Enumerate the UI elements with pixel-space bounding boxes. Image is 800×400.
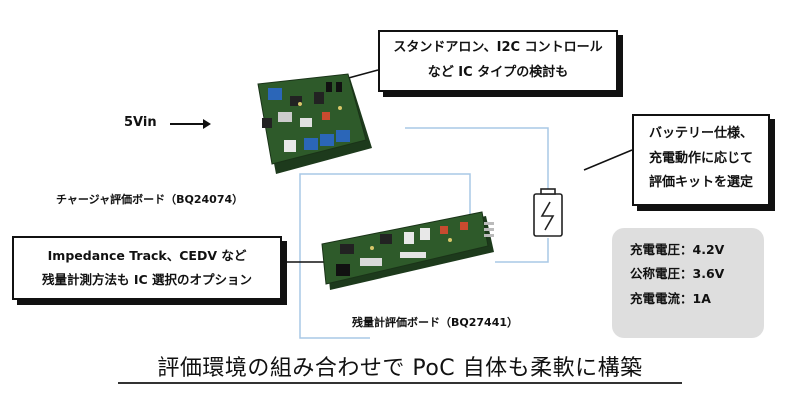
wire-charger-to-battery <box>405 127 549 190</box>
wire-gauge-loop <box>299 173 471 339</box>
callout-battery-spec-line3: 評価キットを選定 <box>648 175 753 191</box>
callout-ic-type-line2: など IC タイプの検討も <box>427 64 569 80</box>
spec-nominal-voltage: 公称電圧：3.6V <box>630 266 725 282</box>
callout-gauge-method-line1: Impedance Track、CEDV など <box>47 248 247 263</box>
arrow-icon <box>170 119 211 129</box>
callout-battery-spec: バッテリー仕様、 充電動作に応じて 評価キットを選定 <box>632 114 770 206</box>
callout-ic-type-line1: スタンドアロン、I2C コントロール <box>393 40 603 55</box>
spec-charge-voltage: 充電電圧：4.2V <box>630 242 725 257</box>
callout-right-pointer <box>583 149 633 171</box>
gauge-board-caption: 残量計評価ボード（BQ27441） <box>352 316 519 329</box>
input-voltage-label: 5Vin <box>124 115 157 130</box>
wire-battery-to-gauge <box>495 238 549 263</box>
charger-board-caption: チャージャ評価ボード（BQ24074） <box>56 193 244 206</box>
gauge-board <box>321 211 494 290</box>
battery-icon <box>533 188 563 237</box>
callout-battery-spec-line1: バッテリー仕様、 <box>648 126 753 141</box>
callout-ic-type: スタンドアロン、I2C コントロール など IC タイプの検討も <box>378 30 618 92</box>
footer-underline <box>118 382 682 384</box>
callout-gauge-method-line2: 残量計測方法も IC 選択のオプション <box>41 271 253 287</box>
charger-board <box>257 73 372 174</box>
battery-spec-box: 充電電圧：4.2V 公称電圧：3.6V 充電電流：1A <box>612 228 764 338</box>
footer-title: 評価環境の組み合わせで PoC 自体も柔軟に構築 <box>157 356 643 381</box>
spec-charge-current: 充電電流：1A <box>630 290 711 306</box>
callout-gauge-method: Impedance Track、CEDV など 残量計測方法も IC 選択のオプ… <box>12 236 282 300</box>
callout-battery-spec-line2: 充電動作に応じて <box>648 150 753 166</box>
